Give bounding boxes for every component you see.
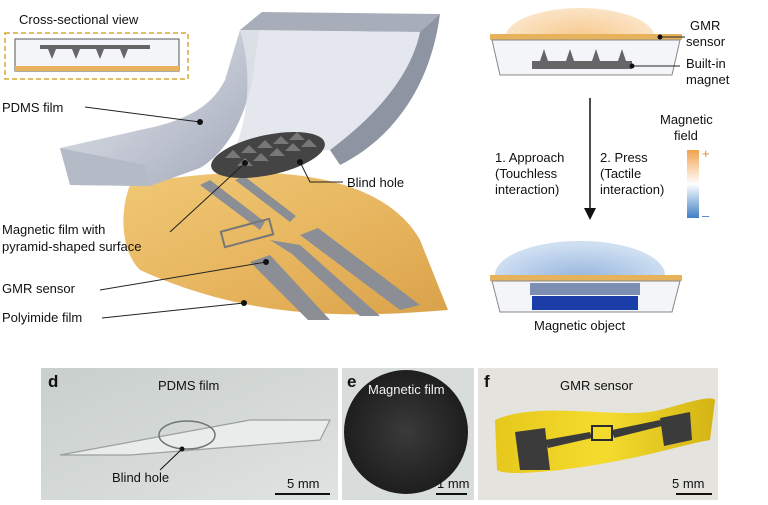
gmr-sensor-b-line2: sensor (686, 34, 726, 49)
panel-e-title: Magnetic film (368, 382, 445, 397)
photo-gmr-sensor (478, 368, 718, 500)
gmr-sensor-label: GMR sensor (2, 281, 75, 296)
schematic-bottom (490, 241, 682, 313)
panel-f-scale: 5 mm (672, 476, 705, 491)
photo-magnetic-film (342, 368, 474, 500)
panel-d-callout: Blind hole (112, 470, 170, 485)
process-arrow (584, 98, 596, 220)
panel-e-scale: 1 mm (437, 476, 470, 491)
approach-line2: (Touchless (495, 166, 558, 181)
field-minus: – (702, 208, 710, 223)
press-line1: 2. Press (600, 150, 648, 165)
panel-e-letter: e (347, 372, 357, 391)
magnetic-field-label-line1: Magnetic (660, 112, 713, 127)
schematic-top (490, 8, 685, 76)
panel-d-letter: d (48, 372, 59, 391)
cross-section-label: Cross-sectional view (19, 12, 139, 27)
photo-pdms (41, 368, 338, 500)
magnetic-film-label-line2: pyramid-shaped surface (2, 239, 142, 254)
pdms-film-shape (60, 12, 440, 186)
gmr-sensor-b-line1: GMR (690, 18, 721, 33)
magnetic-film-shape (211, 132, 325, 178)
magnetic-field-label-line2: field (674, 128, 698, 143)
press-line2: (Tactile (600, 166, 642, 181)
panel-f-title: GMR sensor (560, 378, 633, 393)
field-plus: + (702, 146, 710, 161)
press-line3: interaction) (600, 182, 665, 197)
panel-d-title: PDMS film (158, 378, 220, 393)
cross-section-inset (4, 32, 189, 80)
panel-f-letter: f (484, 372, 490, 391)
magnetic-film-label-line1: Magnetic film with (2, 222, 106, 237)
builtin-magnet-line1: Built-in (686, 56, 726, 71)
pdms-film-label: PDMS film (2, 100, 64, 115)
field-colorbar (687, 150, 699, 218)
polyimide-film-shape (123, 172, 448, 320)
panel-a-leader-lines (84, 106, 343, 319)
magnetic-object-label: Magnetic object (534, 318, 626, 333)
approach-line1: 1. Approach (495, 150, 565, 165)
polyimide-film-label: Polyimide film (2, 310, 83, 325)
approach-line3: interaction) (495, 182, 560, 197)
panel-d-scale: 5 mm (287, 476, 320, 491)
builtin-magnet-line2: magnet (686, 72, 730, 87)
blind-hole-label: Blind hole (347, 175, 405, 190)
